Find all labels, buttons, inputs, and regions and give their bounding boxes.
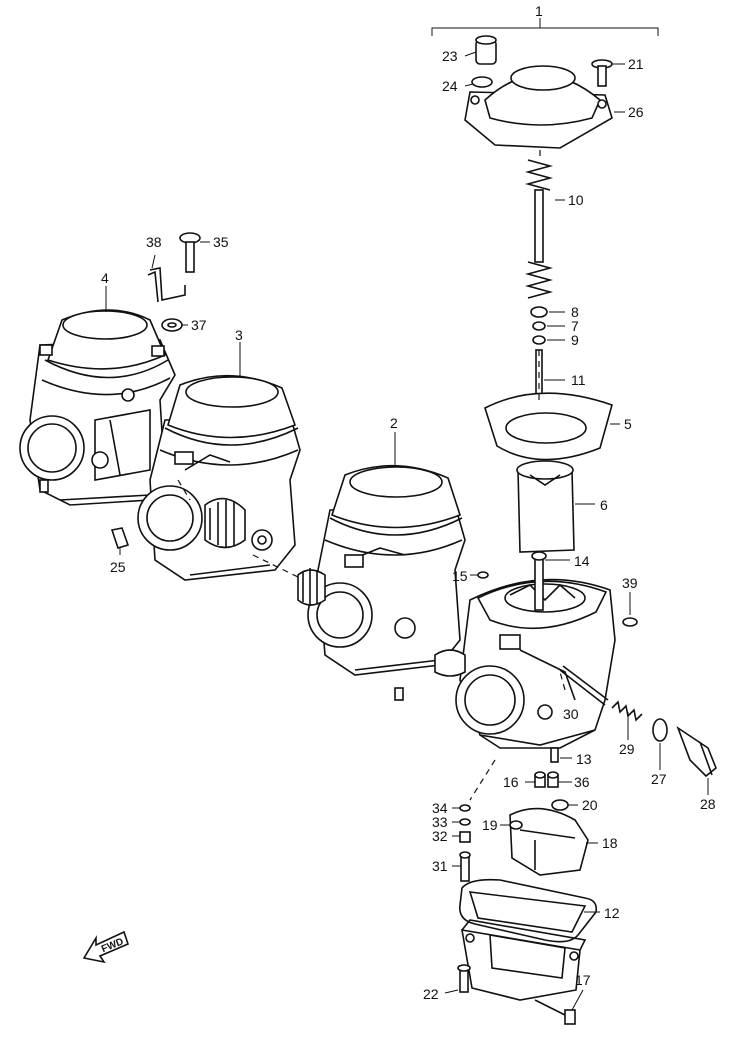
callout-24: 24 <box>442 78 458 94</box>
piston-valve-6[interactable] <box>516 460 575 553</box>
float-18[interactable] <box>509 807 589 876</box>
explode-lines <box>177 150 566 801</box>
float-chamber[interactable] <box>461 919 587 1001</box>
callout-29: 29 <box>619 741 635 757</box>
washer-24[interactable] <box>471 76 493 88</box>
carburetor-body-4[interactable] <box>19 309 176 506</box>
callout-38: 38 <box>146 234 162 250</box>
callout-5: 5 <box>624 416 632 432</box>
needle-valve-19[interactable] <box>509 820 523 830</box>
callout-18: 18 <box>602 835 618 851</box>
callout-36: 36 <box>574 774 590 790</box>
diaphragm-5[interactable] <box>484 392 613 461</box>
callout-30: 30 <box>563 706 579 722</box>
callout-22: 22 <box>423 986 439 1002</box>
callout-1: 1 <box>535 3 543 19</box>
callout-16: 16 <box>503 774 519 790</box>
callout-3: 3 <box>235 327 243 343</box>
callout-17: 17 <box>575 972 591 988</box>
callout-32: 32 <box>432 828 448 844</box>
callout-21: 21 <box>628 56 644 72</box>
callout-13: 13 <box>576 751 592 767</box>
callout-8: 8 <box>571 304 579 320</box>
gasket-12[interactable] <box>458 878 598 943</box>
screw-15[interactable] <box>477 571 489 579</box>
callout-26: 26 <box>628 104 644 120</box>
callout-14: 14 <box>574 553 590 569</box>
top-cover-assembly[interactable] <box>464 65 613 149</box>
screw-22[interactable] <box>457 964 471 993</box>
jet-14[interactable] <box>531 551 547 611</box>
screw-35[interactable] <box>179 232 201 273</box>
callout-28: 28 <box>700 796 716 812</box>
jet-31[interactable] <box>459 851 471 882</box>
callout-19: 19 <box>482 817 498 833</box>
callout-12: 12 <box>604 905 620 921</box>
jet-parts-34-33-32[interactable] <box>459 804 471 843</box>
callout-15: 15 <box>452 568 468 584</box>
spring-10[interactable] <box>524 159 554 299</box>
jet-16[interactable] <box>534 771 546 788</box>
callout-7: 7 <box>571 318 579 334</box>
callout-4: 4 <box>101 270 109 286</box>
callout-labels: 1 2 3 4 5 6 7 8 9 10 11 12 13 14 15 16 1… <box>101 3 716 1002</box>
callout-31: 31 <box>432 858 448 874</box>
callout-23: 23 <box>442 48 458 64</box>
fwd-label: FWD <box>100 936 125 955</box>
callout-9: 9 <box>571 332 579 348</box>
adjuster-28[interactable] <box>676 725 717 778</box>
callout-2: 2 <box>390 415 398 431</box>
pilot-jet-25[interactable] <box>110 527 130 549</box>
screw-21[interactable] <box>591 59 613 87</box>
spring-29[interactable] <box>611 700 643 722</box>
callout-20: 20 <box>582 797 598 813</box>
callout-34: 34 <box>432 800 448 816</box>
callout-27: 27 <box>651 771 667 787</box>
callout-6: 6 <box>600 497 608 513</box>
jet-13[interactable] <box>550 747 559 763</box>
clip-38[interactable] <box>147 267 186 303</box>
leader-lines <box>105 18 709 1011</box>
o-ring-20[interactable] <box>551 799 569 811</box>
forward-direction-arrow: FWD <box>82 930 129 964</box>
callout-10: 10 <box>568 192 584 208</box>
callout-35: 35 <box>213 234 229 250</box>
pilot-screw-30[interactable] <box>559 665 609 706</box>
callout-25: 25 <box>110 559 126 575</box>
carburetor-body-1[interactable] <box>434 578 616 749</box>
washer-37[interactable] <box>161 318 183 332</box>
jet-36[interactable] <box>547 771 559 788</box>
callout-11: 11 <box>571 372 586 388</box>
carburetor-body-3[interactable] <box>137 374 301 581</box>
carburetor-body-2[interactable] <box>297 464 466 701</box>
washer-27[interactable] <box>652 718 668 742</box>
bolt-39[interactable] <box>622 617 638 627</box>
drain-screw-17[interactable] <box>534 999 576 1025</box>
cap-23[interactable] <box>475 35 497 65</box>
callout-39: 39 <box>622 575 638 591</box>
callout-37: 37 <box>191 317 207 333</box>
needle-parts-8-7-9[interactable] <box>530 306 548 345</box>
callout-33: 33 <box>432 814 448 830</box>
